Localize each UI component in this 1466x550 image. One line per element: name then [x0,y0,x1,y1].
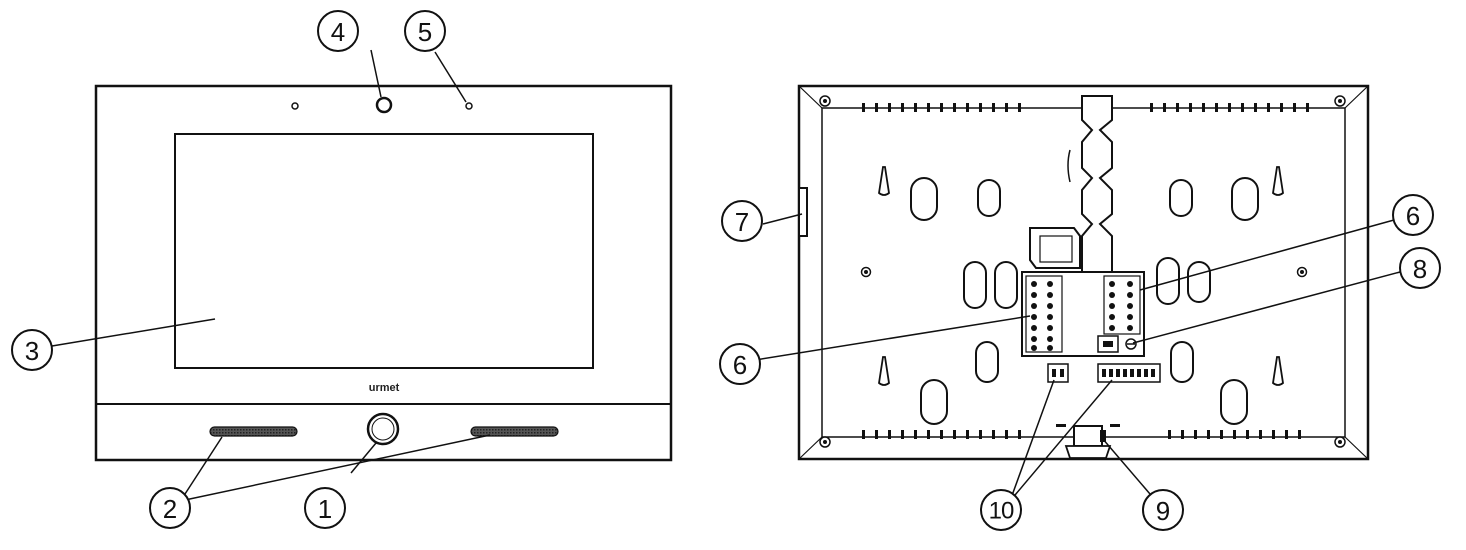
led-indicator-icon [465,102,473,110]
svg-text:9: 9 [1156,496,1170,526]
callout-6-top: 6 [1392,194,1434,236]
side-button [798,187,808,237]
svg-text:8: 8 [1413,254,1427,284]
svg-text:6: 6 [1406,201,1420,231]
bottom-marker [1056,424,1066,427]
svg-text:2: 2 [163,494,177,524]
svg-text:7: 7 [735,207,749,237]
corner-bevels [798,85,1369,460]
display-screen [174,133,594,369]
svg-text:3: 3 [25,336,39,366]
callout-4: 4 [317,10,359,52]
callout-6-bottom: 6 [719,343,761,385]
home-button-inner [371,417,395,441]
callout-8: 8 [1399,247,1441,289]
callout-10: 10 [980,489,1022,531]
connector-socket-pins [1103,341,1113,347]
terminal-block-icon [1025,275,1063,353]
callout-3: 3 [11,329,53,371]
mounting-slots [910,177,1259,425]
svg-text:1: 1 [318,494,332,524]
speaker-grille-icon [470,426,559,437]
terminal-block-icon [1103,275,1141,335]
callout-9: 9 [1142,489,1184,531]
keyhole-slots [878,166,1284,386]
cable-channel-side [1067,149,1071,183]
corner-screw-centers [823,99,1342,444]
bottom-connector-base [1064,445,1112,459]
callout-1: 1 [304,487,346,529]
bottom-marker [1110,424,1120,427]
vent-slots [862,103,1309,439]
cable-clip [1029,227,1081,269]
callout-5: 5 [404,10,446,52]
cable-clip-inner [1039,235,1073,263]
bottom-connector-tab [1100,430,1106,442]
front-view: urmet [94,84,673,462]
svg-text:10: 10 [989,498,1014,525]
svg-text:5: 5 [418,17,432,47]
leader-lines [51,49,1401,502]
bottom-connector [1073,425,1103,447]
camera-lens-icon [375,96,393,114]
rear-view [797,84,1370,461]
svg-text:4: 4 [331,17,345,47]
dip-switch-icon [1047,363,1069,383]
corner-screws [819,95,1346,448]
callout-2: 2 [149,487,191,529]
brand-logo: urmet [369,382,400,394]
led-indicator-icon [291,102,299,110]
speaker-grille-icon [209,426,298,437]
callout-7: 7 [721,200,763,242]
dip-switch-icon [1097,363,1161,383]
svg-text:6: 6 [733,350,747,380]
